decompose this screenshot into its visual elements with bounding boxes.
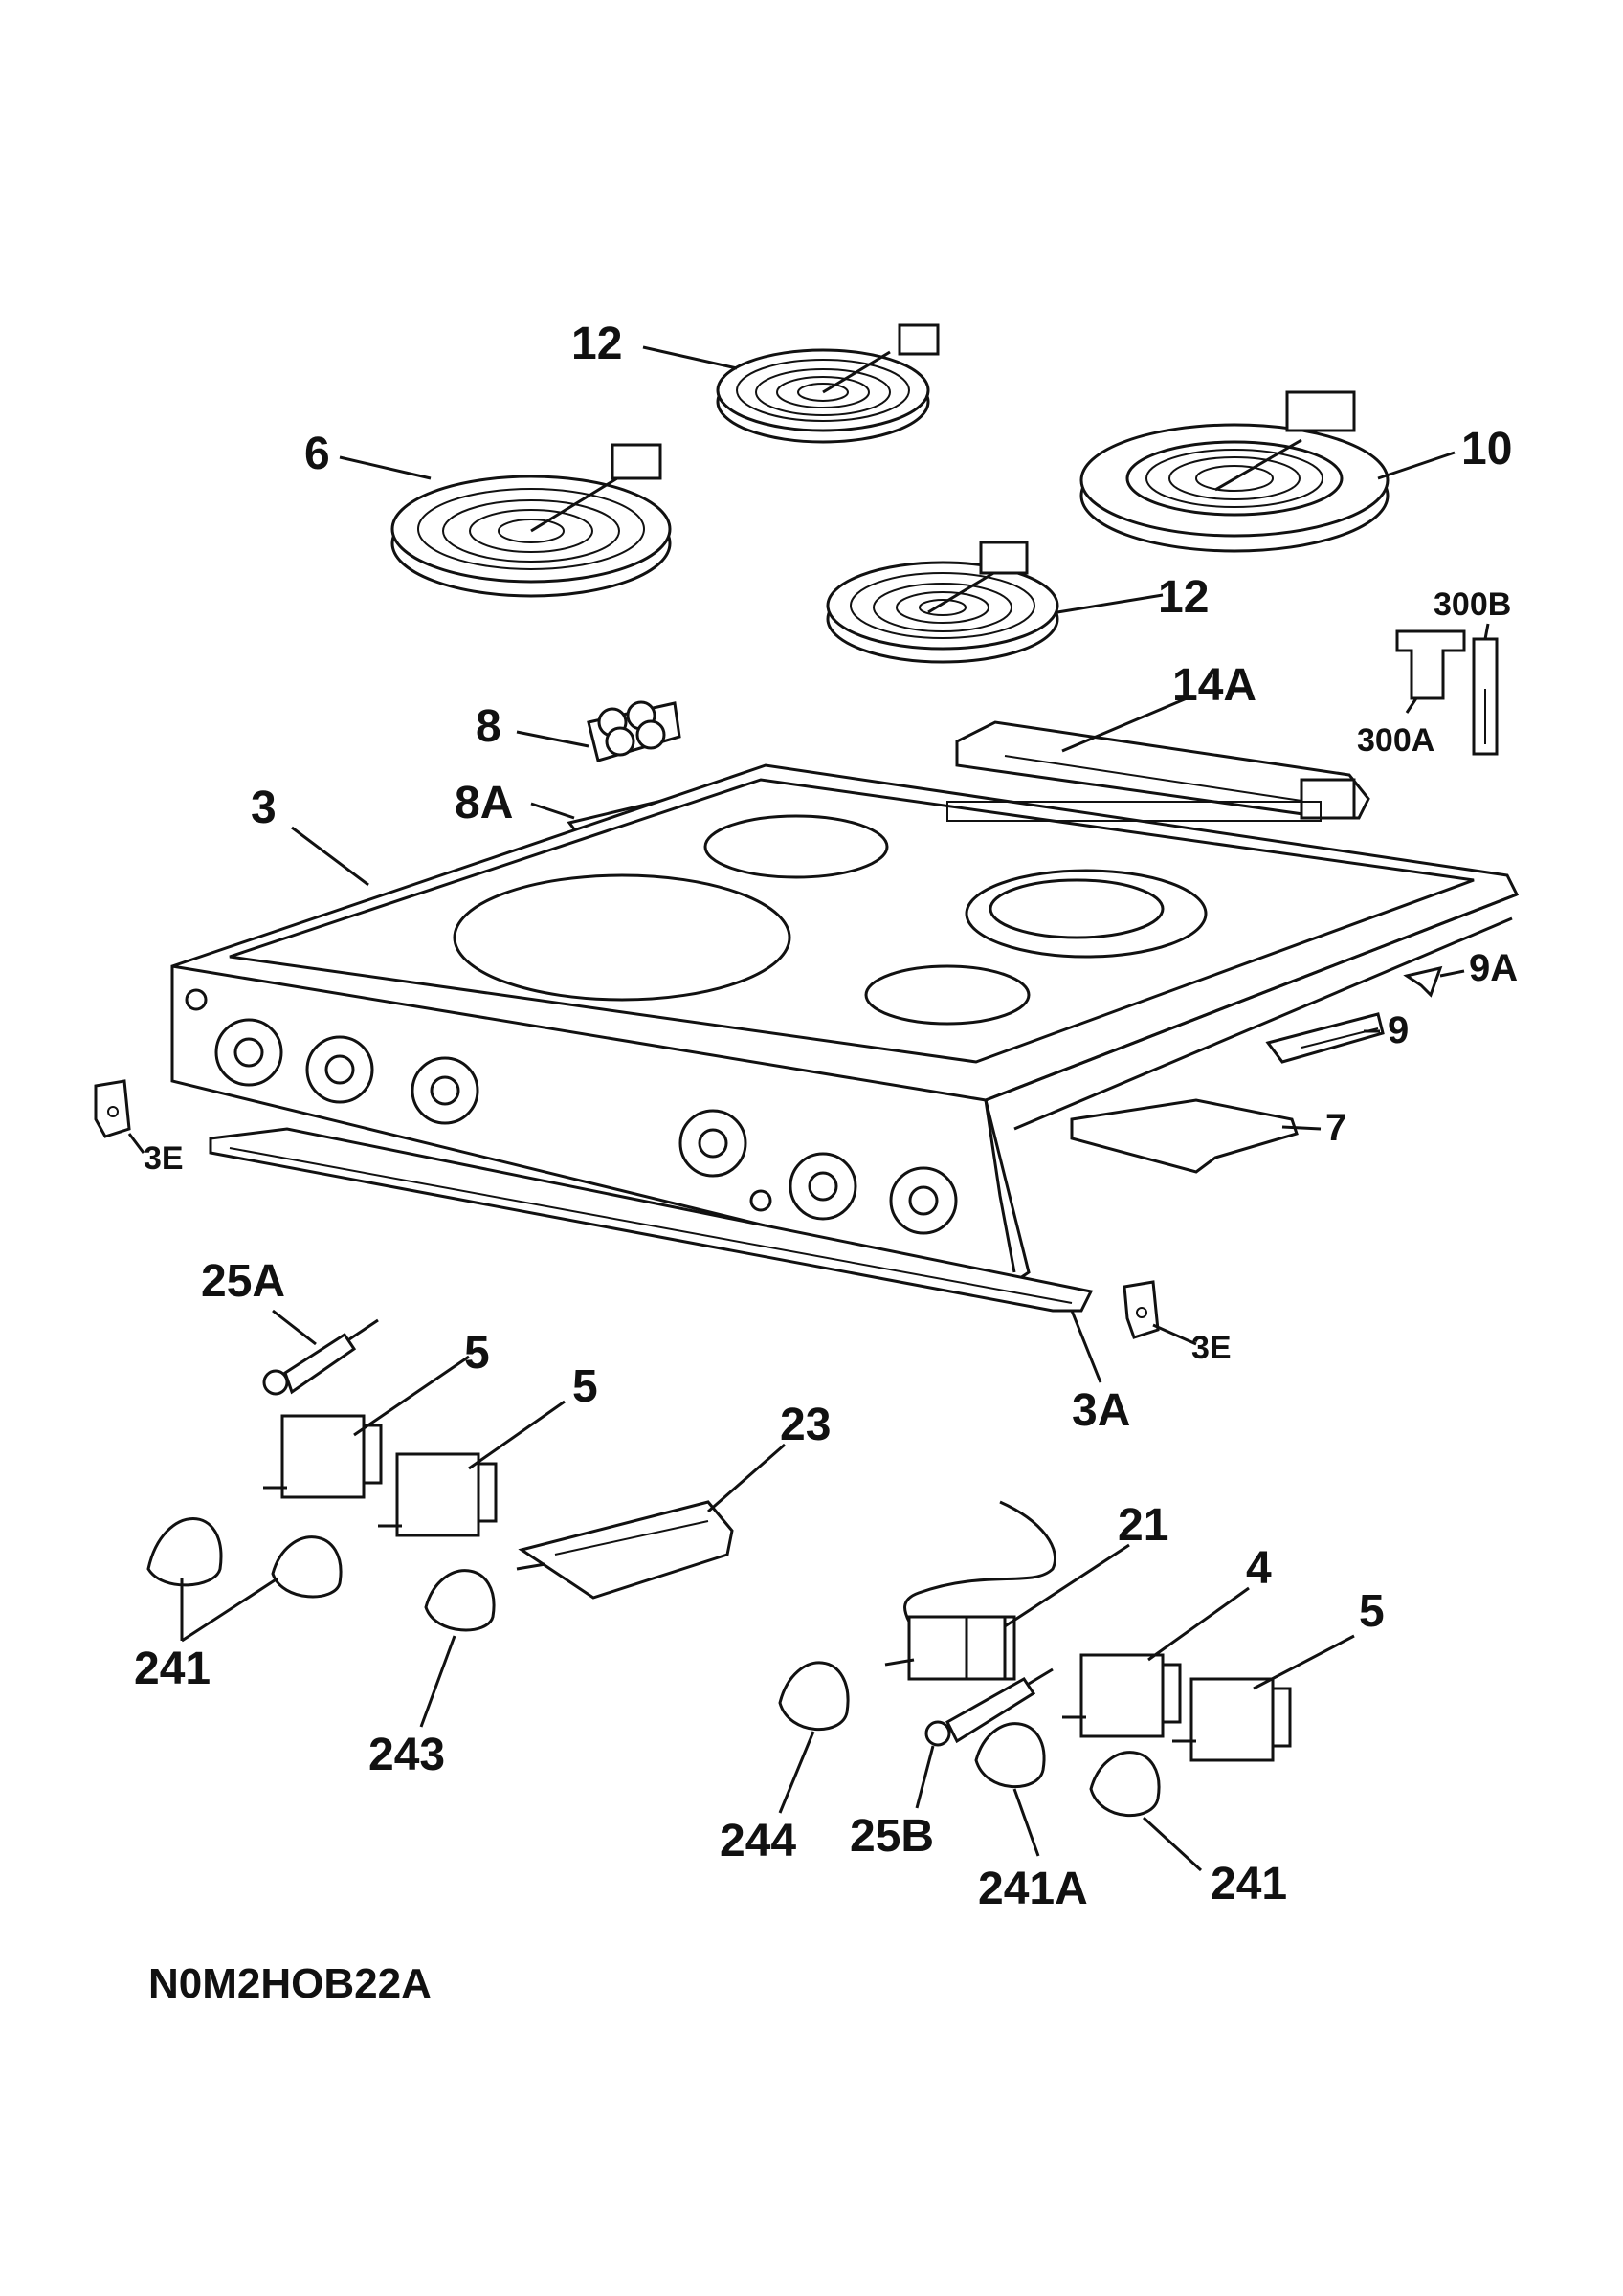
knob-244	[778, 1661, 850, 1732]
label-5-a: 5	[464, 1328, 490, 1379]
element-6	[390, 443, 672, 598]
switch-4	[1062, 1653, 1182, 1738]
label-8: 8	[476, 701, 501, 752]
part-14a	[955, 720, 1370, 820]
label-6: 6	[304, 429, 330, 479]
knob-243	[424, 1569, 496, 1632]
label-243: 243	[368, 1730, 445, 1780]
label-241A: 241A	[978, 1864, 1088, 1914]
part-7	[1070, 1098, 1299, 1174]
label-12-lower: 12	[1158, 572, 1209, 623]
knob-241A	[974, 1722, 1046, 1789]
label-4: 4	[1246, 1543, 1272, 1594]
part-300a	[1395, 629, 1466, 700]
label-25a: 25A	[201, 1256, 285, 1307]
knob-241-left-2	[271, 1535, 343, 1599]
part-25b	[924, 1667, 1054, 1747]
knob-241-right	[1089, 1751, 1161, 1818]
label-241-right: 241	[1211, 1859, 1287, 1910]
leader-lines	[127, 345, 1490, 1872]
label-25b: 25B	[850, 1811, 934, 1862]
switch-5b	[378, 1452, 498, 1537]
label-3e-left: 3E	[144, 1140, 184, 1177]
diagram-code: N0M2HOB22A	[148, 1960, 432, 2007]
part-25a	[262, 1318, 379, 1396]
label-5-c: 5	[1359, 1586, 1385, 1637]
part-21	[884, 1500, 1057, 1681]
label-5-b: 5	[572, 1361, 598, 1412]
label-23: 23	[780, 1400, 831, 1450]
label-9a: 9A	[1469, 947, 1518, 989]
knob-241-left-1	[146, 1517, 223, 1587]
label-3e-right: 3E	[1191, 1330, 1232, 1366]
label-10: 10	[1461, 424, 1512, 475]
part-9	[1265, 1012, 1385, 1064]
label-21: 21	[1118, 1500, 1168, 1551]
part-3e-left	[94, 1079, 131, 1138]
part-300b	[1472, 637, 1499, 756]
element-12-top	[716, 323, 940, 444]
switch-5a	[263, 1414, 383, 1499]
label-8a: 8A	[455, 778, 513, 828]
part-9a	[1403, 965, 1443, 998]
label-244: 244	[720, 1816, 796, 1866]
label-9: 9	[1388, 1009, 1409, 1051]
element-12-lower	[826, 541, 1059, 664]
label-300b: 300B	[1434, 586, 1511, 623]
part-8	[587, 700, 681, 762]
label-300a: 300A	[1357, 722, 1434, 759]
label-12-top: 12	[571, 319, 622, 369]
label-3: 3	[251, 783, 277, 833]
part-3e-right	[1123, 1280, 1160, 1339]
part-3a	[209, 1127, 1094, 1313]
part-23	[516, 1500, 734, 1600]
label-241-left: 241	[134, 1644, 211, 1694]
element-10	[1079, 390, 1390, 553]
label-3a: 3A	[1072, 1385, 1130, 1436]
switch-5c	[1172, 1677, 1292, 1762]
cooktop-3	[170, 763, 1520, 1284]
label-7: 7	[1325, 1107, 1346, 1149]
label-14a: 14A	[1172, 660, 1256, 711]
